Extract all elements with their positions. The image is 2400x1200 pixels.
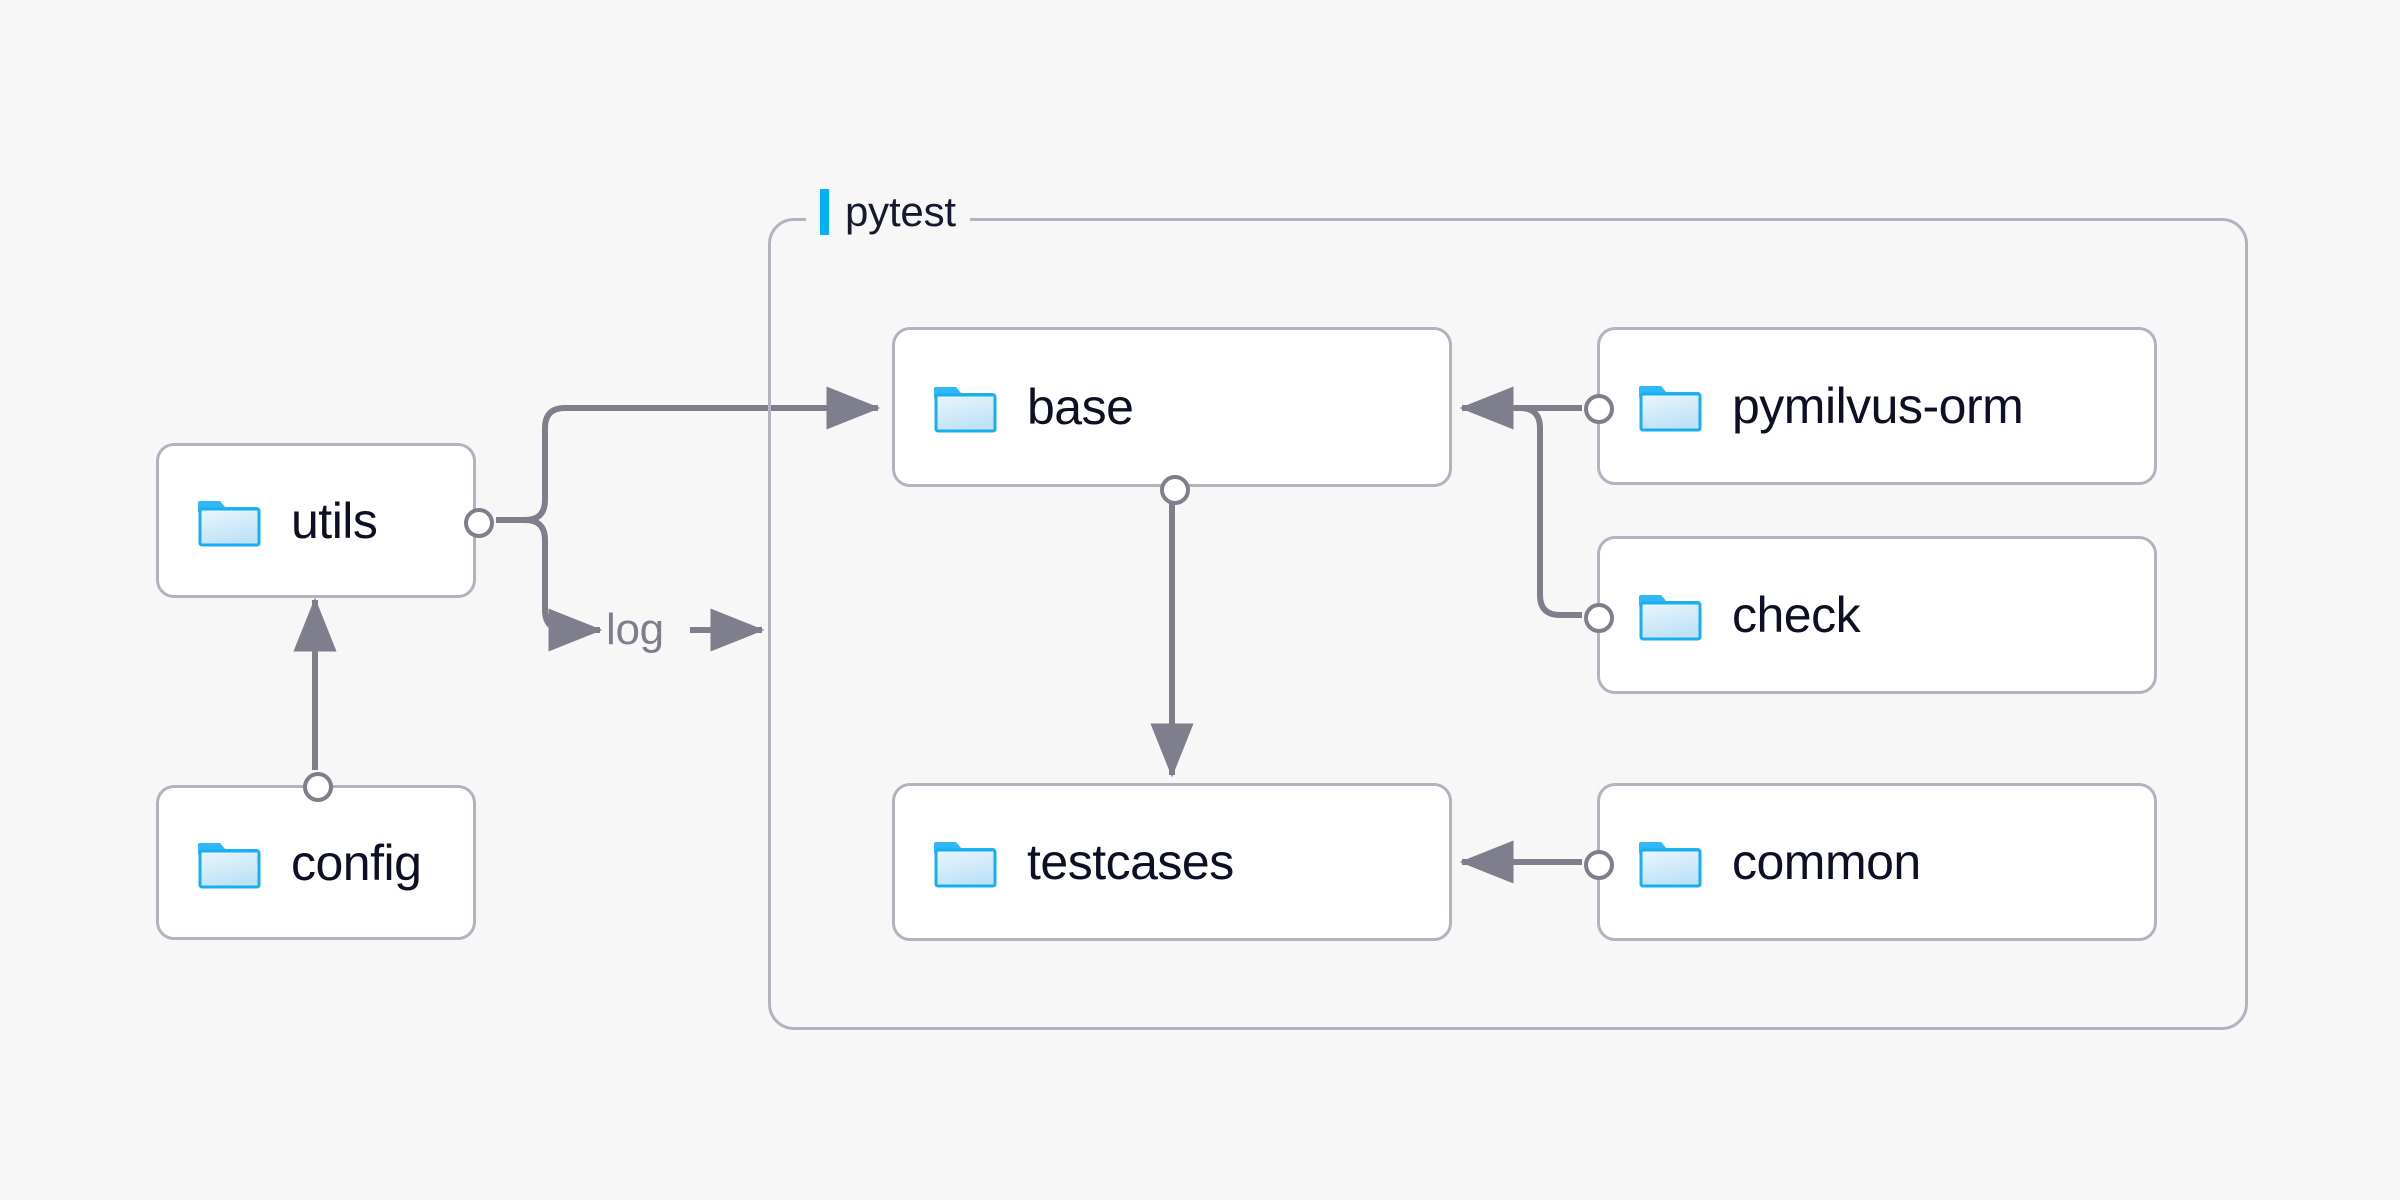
group-accent-bar	[820, 189, 829, 235]
folder-icon	[198, 842, 261, 888]
node-label: config	[291, 834, 422, 891]
folder-icon	[934, 842, 997, 888]
port-config-top[interactable]	[303, 772, 333, 802]
node-utils[interactable]: utils	[156, 443, 494, 598]
folder-icon	[934, 387, 997, 433]
port-base-bottom[interactable]	[1160, 475, 1190, 505]
port-check-left[interactable]	[1584, 603, 1614, 633]
node-pymilvus-orm[interactable]: pymilvus-orm	[1584, 327, 2157, 485]
node-base[interactable]: base	[892, 327, 1452, 505]
node-label: common	[1732, 834, 1921, 890]
node-config[interactable]: config	[156, 772, 476, 940]
group-label-text: pytest	[845, 188, 956, 235]
node-common[interactable]: common	[1584, 783, 2157, 941]
edge-utils-log	[524, 517, 603, 652]
node-check[interactable]: check	[1584, 536, 2157, 694]
node-label: base	[1027, 379, 1134, 435]
port-pymilvus-orm-left[interactable]	[1584, 394, 1614, 424]
folder-icon	[1639, 595, 1702, 641]
node-label: testcases	[1027, 834, 1234, 890]
folder-icon	[198, 500, 261, 546]
edge-label-log: log	[606, 605, 664, 654]
folder-icon	[1639, 842, 1702, 888]
folder-icon	[1639, 386, 1702, 432]
node-label: utils	[291, 492, 378, 549]
node-testcases[interactable]: testcases	[892, 783, 1452, 941]
port-utils-right[interactable]	[464, 508, 494, 538]
group-pytest-label: pytest	[806, 185, 970, 239]
group-pytest	[768, 218, 2248, 1030]
port-common-left[interactable]	[1584, 850, 1614, 880]
node-label: check	[1732, 587, 1861, 643]
node-label: pymilvus-orm	[1732, 378, 2024, 434]
